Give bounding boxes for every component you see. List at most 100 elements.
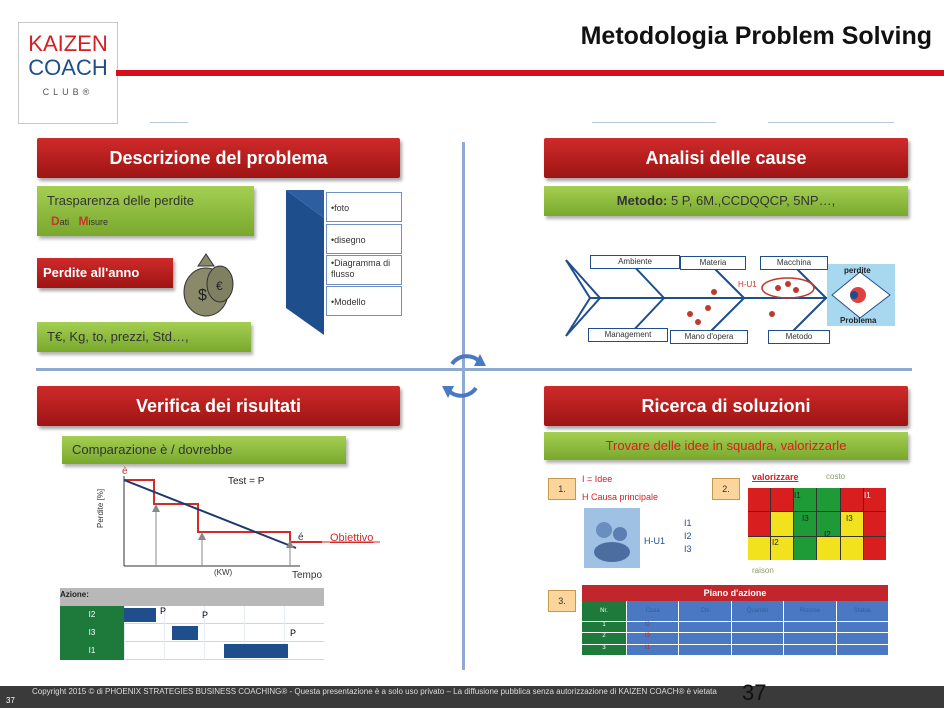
logo-line3: CLUB®: [42, 87, 94, 97]
chart-test-label: Test = P: [228, 476, 265, 487]
footer-page-number: 37: [6, 696, 15, 705]
matrix-label: I3: [802, 514, 809, 523]
header-rule: [116, 70, 944, 76]
units-box: T€, Kg, to, prezzi, Std…,: [37, 322, 251, 352]
step-2-badge: 2.: [712, 478, 740, 500]
gantt-header-row: [60, 588, 324, 606]
plan-row-what: I1: [627, 644, 679, 655]
footer-bar: [0, 686, 944, 708]
chart-xlabel: (KW): [214, 568, 233, 577]
gantt-mark: P: [290, 628, 297, 638]
chart-ylabel: Perdite [%]: [96, 488, 105, 528]
list-item-drawing: •disegno: [326, 224, 402, 254]
fishbone-cat-macchina: Macchina: [760, 256, 828, 270]
kaizen-coach-logo: KAIZEN COACH CLUB®: [18, 22, 118, 124]
gantt-table: Azione: I2 I3 I1 P P P: [60, 588, 324, 660]
fishbone-hypothesis: H-U1: [738, 280, 757, 289]
fishbone-cat-materia: Materia: [680, 256, 746, 270]
valorize-label: valorizzare: [752, 472, 799, 482]
deco-line: [150, 122, 188, 123]
gantt-row-label: I3: [60, 624, 124, 642]
section-bar-verify: Verifica dei risultati: [37, 386, 400, 426]
list-item-photo: •foto: [326, 192, 402, 222]
fishbone-cat-management: Management: [588, 328, 668, 342]
section-bar-solutions: Ricerca di soluzioni: [544, 386, 908, 426]
misure-rest: isure: [88, 217, 109, 227]
plan-row-what: I3: [627, 633, 679, 644]
gantt-header-label: Azione:: [60, 590, 89, 599]
quadrant-divider-horizontal: [36, 368, 912, 371]
solutions-subtitle: Trovare delle idee in squadra, valorizza…: [544, 432, 908, 460]
plan-col-header: Quando: [731, 601, 784, 621]
comparison-box: Comparazione è / dovrebbe: [62, 436, 346, 464]
plan-col-header: Risorse: [784, 601, 836, 621]
gantt-row-label: I2: [60, 606, 124, 624]
cost-label: costo: [826, 472, 846, 481]
team-icon: [584, 508, 640, 568]
losses-per-year-label: Perdite all'anno: [37, 258, 173, 288]
deco-line: [768, 122, 894, 123]
svg-text:$: $: [198, 287, 207, 304]
ideas-label: I = Idee: [582, 474, 613, 484]
chevron-down-icon: [286, 190, 324, 335]
method-value: 5 P, 6M.,CCDQQCP, 5NP…,: [667, 193, 836, 208]
footer-copyright: Copyright 2015 © di PHOENIX STRATEGIES B…: [32, 687, 717, 696]
fishbone-cat-ambiente: Ambiente: [590, 255, 680, 269]
method-label: Metodo:: [616, 193, 668, 208]
idea-i1: I1: [684, 518, 692, 528]
matrix-label: I1: [794, 491, 801, 500]
valorize-matrix: I1 I3 I2 I1 I3 I2: [748, 488, 886, 560]
gantt-bar: [172, 626, 198, 640]
matrix-label: I1: [864, 491, 871, 500]
dati-initial: D: [51, 214, 60, 228]
deco-line: [592, 122, 716, 123]
chart-target-is: é: [298, 532, 304, 543]
matrix-label: I3: [846, 514, 853, 523]
gantt-mark: P: [160, 606, 167, 616]
plan-row-what: I2: [627, 622, 679, 633]
misure-initial: M: [78, 214, 89, 228]
main-cause-label: H Causa principale: [582, 492, 659, 502]
page-title: Metodologia Problem Solving: [580, 22, 932, 50]
list-item-model: •Modello: [326, 286, 402, 316]
svg-text:€: €: [216, 279, 223, 293]
plan-row-nr: 3: [582, 644, 626, 655]
gantt-mark: P: [202, 610, 209, 620]
method-box: Metodo: 5 P, 6M.,CCDQQCP, 5NP…,: [544, 186, 908, 216]
action-plan-title: Piano d'azione: [582, 585, 888, 601]
quadrant-divider-vertical: [462, 142, 465, 670]
logo-line2: COACH: [28, 55, 108, 80]
step-3-badge: 3.: [548, 590, 576, 612]
plan-row-nr: 1: [582, 622, 626, 633]
fishbone-head-top: perdite: [844, 266, 871, 275]
section-bar-cause-analysis: Analisi delle cause: [544, 138, 908, 178]
hu1-label: H-U1: [644, 536, 666, 546]
matrix-label: I2: [772, 538, 779, 547]
money-bags-icon: $ €: [183, 253, 234, 317]
gantt-bar: [224, 644, 288, 658]
results-chart: [123, 476, 380, 567]
gantt-bar: [124, 608, 156, 622]
fishbone-head-bottom: Problema: [840, 316, 877, 325]
chart-marker-is: è: [122, 466, 128, 477]
transparency-box: Trasparenza delle perdite Dati Misure: [37, 186, 254, 236]
transparency-label: Trasparenza delle perdite: [47, 193, 194, 208]
step-1-badge: 1.: [548, 478, 576, 500]
plan-col-header: Chi: [679, 601, 731, 621]
dati-rest: ati: [59, 217, 70, 227]
action-plan-table: Piano d'azione Nr. Cosa Chi Quando Risor…: [582, 585, 888, 655]
gantt-row-label: I1: [60, 642, 124, 660]
idea-i2: I2: [684, 531, 692, 541]
plan-col-header: Status: [836, 601, 888, 621]
chart-time-label: Tempo: [292, 570, 323, 581]
chart-target-label: Obiettivo: [330, 532, 374, 544]
raison-label: raison: [752, 566, 774, 575]
section-bar-description: Descrizione del problema: [37, 138, 400, 178]
plan-row-nr: 2: [582, 633, 626, 644]
matrix-label: I2: [824, 530, 831, 539]
idea-i3: I3: [684, 544, 692, 554]
fishbone-cat-metodo: Metodo: [768, 330, 830, 344]
cycle-arrows-icon: [442, 354, 486, 398]
plan-col-header: Nr.: [582, 601, 626, 621]
slide-number: 37: [742, 680, 767, 705]
